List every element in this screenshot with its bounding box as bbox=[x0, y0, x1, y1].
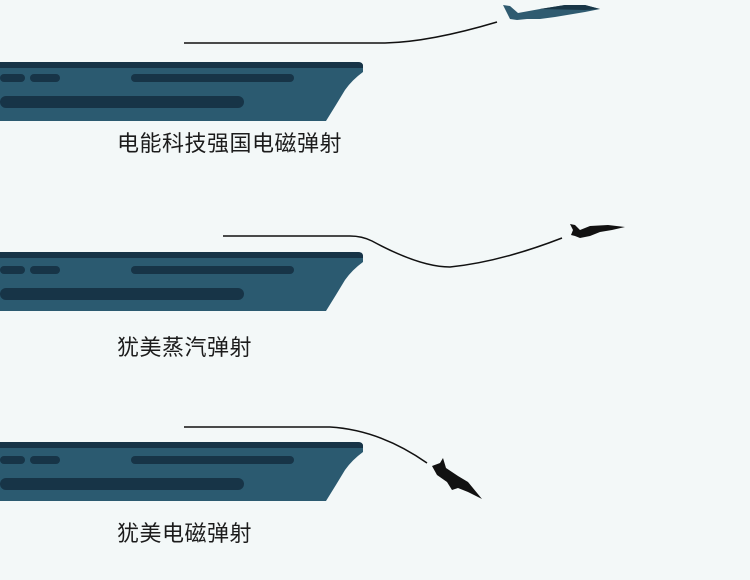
panel-us-em-catapult: 犹美电磁弹射 bbox=[0, 380, 750, 570]
fighter-jet-icon bbox=[570, 224, 625, 238]
launch-trajectory bbox=[184, 21, 498, 44]
caption-us-em: 犹美电磁弹射 bbox=[117, 522, 253, 547]
carrier-ship bbox=[0, 252, 363, 311]
launch-trajectory bbox=[223, 235, 563, 268]
stealth-jet-icon bbox=[503, 5, 600, 20]
caption-china-em: 电能科技强国电磁弹射 bbox=[117, 132, 343, 157]
carrier-ship bbox=[0, 442, 363, 501]
panel-1-graphic bbox=[0, 5, 600, 121]
carrier-ship bbox=[0, 62, 363, 121]
panel-us-steam-catapult: 犹美蒸汽弹射 bbox=[0, 190, 750, 380]
panel-3-graphic bbox=[0, 426, 482, 501]
fighter-jet-icon-nose-down bbox=[432, 458, 482, 499]
panel-2-graphic bbox=[0, 224, 625, 311]
launch-trajectory bbox=[184, 426, 428, 464]
panel-china-em-catapult: 电能科技强国电磁弹射 bbox=[0, 0, 750, 190]
caption-us-steam: 犹美蒸汽弹射 bbox=[117, 336, 253, 361]
